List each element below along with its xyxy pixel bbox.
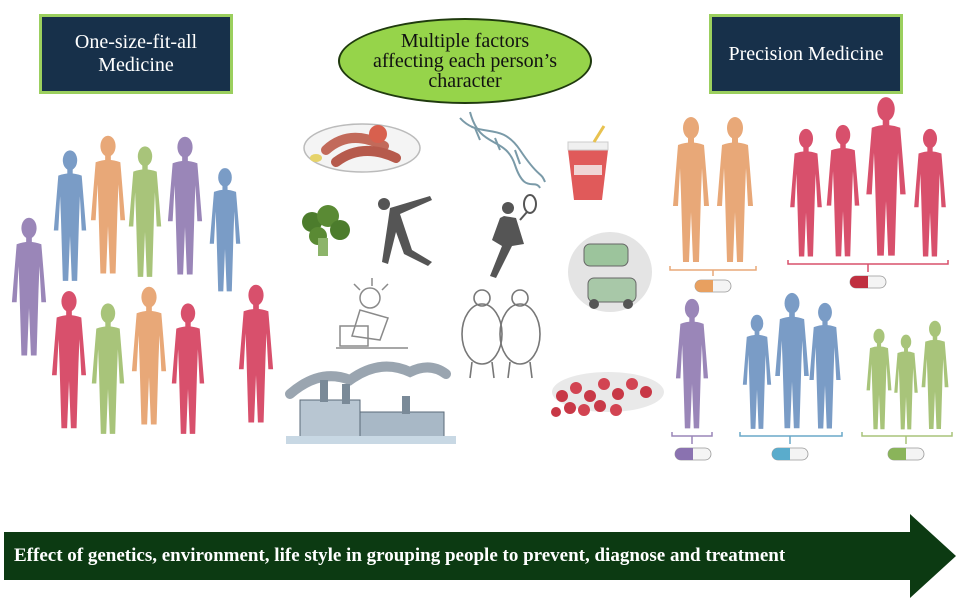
oval-line3: character: [428, 70, 502, 92]
left-title-line2: Medicine: [98, 54, 174, 76]
pill-capsule-icon: [694, 279, 732, 293]
plate-of-sausages-icon: [303, 123, 421, 173]
pill-capsule-icon: [849, 275, 887, 289]
factory-smoke-icon: [285, 361, 456, 444]
person-figure: [775, 292, 809, 429]
group-purple: [671, 298, 713, 461]
right-title-label: Precision Medicine: [728, 42, 884, 65]
person-figure: [171, 303, 205, 434]
tennis-player-icon: [490, 194, 537, 278]
person-figure: [866, 328, 892, 430]
person-figure: [209, 168, 241, 292]
oval-line2: affecting each person’s: [373, 50, 557, 72]
left-title-line1: One-size-fit-all: [74, 31, 198, 53]
person-figure: [921, 320, 949, 430]
person-figure: [167, 136, 203, 275]
factors-oval: Multiple factors affecting each person’s…: [338, 18, 592, 104]
person-figure: [809, 302, 841, 429]
stressed-worker-icon: [336, 278, 408, 349]
obese-people-icon: [461, 289, 541, 379]
precision-medicine-title: Precision Medicine: [709, 14, 903, 94]
person-figure: [91, 303, 125, 434]
person-figure: [717, 117, 753, 262]
group-green: [861, 320, 953, 461]
person-figure: [742, 314, 772, 429]
soda-cup-icon: [567, 125, 609, 200]
group-blue: [739, 292, 843, 461]
direction-arrow: [4, 514, 956, 598]
person-figure: [914, 128, 946, 257]
person-figure: [675, 298, 709, 429]
person-figure: [238, 284, 274, 423]
pill-capsule-icon: [674, 447, 712, 461]
pill-capsule-icon: [887, 447, 925, 461]
person-figure: [790, 128, 822, 257]
dna-helix-icon: [459, 111, 546, 189]
pill-capsule-icon: [771, 447, 809, 461]
arrow-caption: Effect of genetics, environment, life st…: [14, 545, 786, 566]
person-figure: [131, 286, 167, 425]
traffic-pollution-icon: [568, 232, 652, 312]
person-figure: [90, 135, 126, 274]
broccoli-icon: [302, 205, 350, 256]
group-pink: [787, 97, 949, 289]
factor-illustrations: [285, 111, 664, 444]
person-figure: [53, 150, 87, 281]
stretching-person-icon: [378, 196, 432, 266]
person-figure: [866, 97, 906, 256]
oval-line1: Multiple factors: [400, 30, 530, 52]
person-figure: [894, 334, 918, 430]
person-figure: [128, 146, 162, 277]
right-groups: [669, 97, 953, 461]
person-figure: [11, 217, 47, 356]
cranberries-icon: [551, 372, 664, 417]
group-orange: [669, 117, 757, 293]
one-size-fits-all-title: One-size-fit-all Medicine: [39, 14, 233, 94]
person-figure: [673, 117, 709, 262]
person-figure: [826, 124, 860, 257]
left-crowd: [11, 135, 274, 434]
person-figure: [51, 290, 87, 429]
